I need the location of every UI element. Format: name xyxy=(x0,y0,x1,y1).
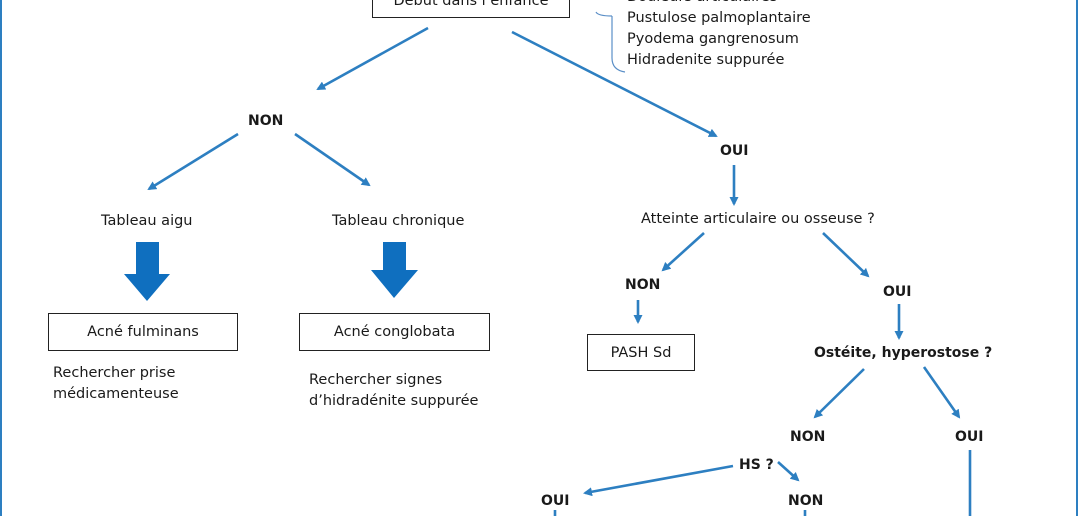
chronic-box-label: Acné conglobata xyxy=(333,324,456,340)
question-joint-bone: Atteinte articulaire ou osseuse ? xyxy=(641,211,875,227)
arrow-root-to-oui xyxy=(511,30,718,138)
arrow-q2-to-non xyxy=(813,368,865,419)
root-box: Début dans l’enfance xyxy=(372,0,570,18)
answer-oui-right: OUI xyxy=(720,143,749,159)
side-list-bracket xyxy=(595,11,626,73)
q3-answer-oui: OUI xyxy=(541,493,570,509)
chronic-box: Acné conglobata xyxy=(299,313,490,351)
acute-note: Rechercher prise médicamenteuse xyxy=(53,363,179,405)
acute-note-line: Rechercher prise xyxy=(53,365,176,381)
side-list: Douleurs articulaires Pustulose palmopla… xyxy=(627,0,811,71)
label-chronic: Tableau chronique xyxy=(332,213,465,229)
pash-box-label: PASH Sd xyxy=(610,344,672,361)
arrow-q1-to-non xyxy=(661,232,705,272)
question-hs: HS ? xyxy=(739,457,774,473)
acute-box-label: Acné fulminans xyxy=(87,324,199,340)
q2-answer-non: NON xyxy=(790,429,826,445)
arrow-hs-to-non xyxy=(777,461,800,482)
arrow-non-to-acute xyxy=(147,132,239,191)
question-osteitis: Ostéite, hyperostose ? xyxy=(814,345,993,361)
arrow-q2-to-oui xyxy=(922,366,961,419)
arrow-hs-to-oui xyxy=(583,464,734,497)
arrow-q1-to-oui xyxy=(822,232,870,278)
q1-answer-non: NON xyxy=(625,277,661,293)
root-box-label: Début dans l’enfance xyxy=(393,0,549,9)
q2-answer-oui: OUI xyxy=(955,429,984,445)
side-list-item: Pyodema gangrenosum xyxy=(627,31,799,47)
pash-box: PASH Sd xyxy=(587,334,695,371)
frame-right-border xyxy=(1076,0,1078,516)
q1-answer-oui: OUI xyxy=(883,284,912,300)
arrow-root-to-non xyxy=(316,26,429,91)
q3-answer-non: NON xyxy=(788,493,824,509)
side-list-item: Douleurs articulaires xyxy=(627,0,811,8)
answer-non-left: NON xyxy=(248,113,284,129)
chronic-note: Rechercher signes d’hidradénite suppurée xyxy=(309,370,478,412)
frame-left-border xyxy=(0,0,2,516)
chronic-note-line: d’hidradénite suppurée xyxy=(309,393,479,409)
chronic-note-line: Rechercher signes xyxy=(309,372,443,388)
side-list-item: Pustulose palmoplantaire xyxy=(627,10,811,26)
side-list-item: Hidradenite suppurée xyxy=(627,52,785,68)
big-arrow-acute xyxy=(124,242,170,301)
acute-box: Acné fulminans xyxy=(48,313,238,351)
arrow-non-to-chronic xyxy=(294,132,371,187)
big-arrow-chronic xyxy=(371,242,418,298)
acute-note-line: médicamenteuse xyxy=(53,386,179,402)
label-acute: Tableau aigu xyxy=(101,213,193,229)
